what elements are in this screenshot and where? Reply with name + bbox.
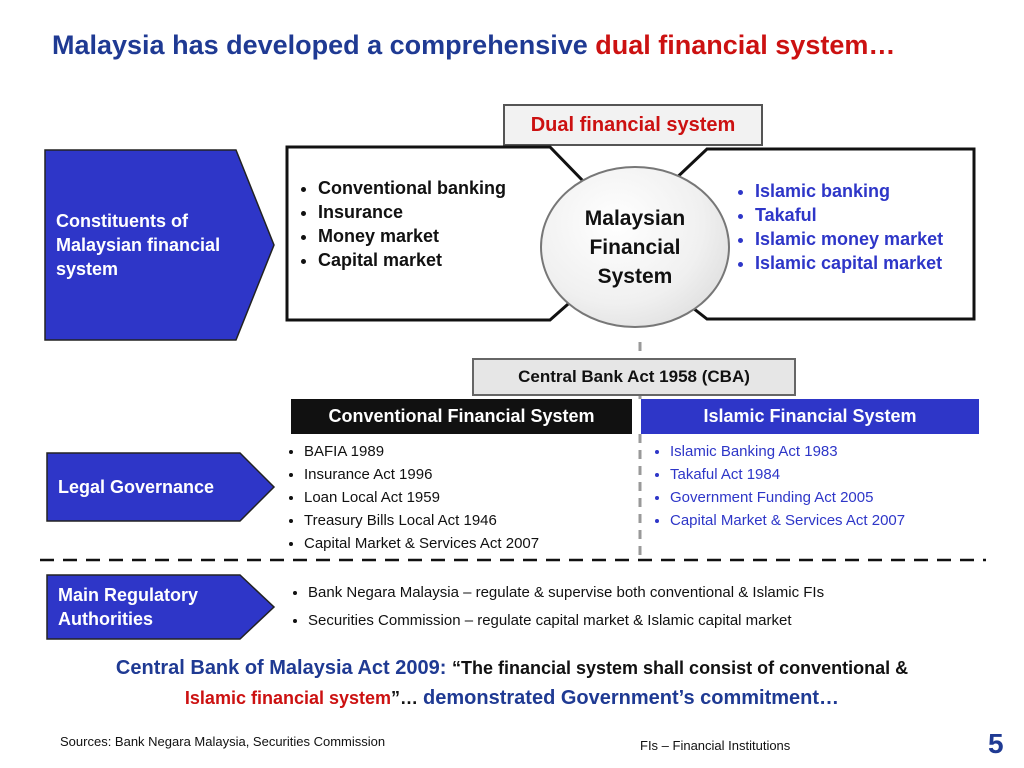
conventional-constituents-list: Conventional banking Insurance Money mar… xyxy=(298,176,548,272)
quote-close: ”… xyxy=(391,688,424,708)
regulatory-label: Main Regulatory Authorities xyxy=(58,583,198,631)
quote-red: Islamic financial system xyxy=(184,688,392,708)
list-item: Islamic capital market xyxy=(755,251,979,275)
conventional-legal-list: BAFIA 1989 Insurance Act 1996 Loan Local… xyxy=(286,440,626,555)
list-item: Capital Market & Services Act 2007 xyxy=(304,532,626,555)
regulatory-authorities-arrow: Main Regulatory Authorities xyxy=(46,574,276,640)
islamic-legal-list: Islamic Banking Act 1983 Takaful Act 198… xyxy=(652,440,982,532)
list-item: Treasury Bills Local Act 1946 xyxy=(304,509,626,532)
title-highlight: dual financial system… xyxy=(595,30,896,60)
list-item: Bank Negara Malaysia – regulate & superv… xyxy=(308,579,980,607)
list-item: Islamic money market xyxy=(755,227,979,251)
constituents-arrow: Constituents of Malaysian financial syst… xyxy=(44,149,276,341)
dual-system-label: Dual financial system xyxy=(503,104,763,146)
list-item: Conventional banking xyxy=(318,176,548,200)
legal-governance-label: Legal Governance xyxy=(58,477,215,497)
regulatory-label-line: Main Regulatory xyxy=(58,585,199,605)
constituents-arrow-shape xyxy=(44,149,275,341)
list-item: Takaful Act 1984 xyxy=(670,463,982,486)
list-item: Government Funding Act 2005 xyxy=(670,486,982,509)
horizontal-divider xyxy=(40,558,986,562)
list-item: Takaful xyxy=(755,203,979,227)
list-item: Loan Local Act 1959 xyxy=(304,486,626,509)
quote-text: “The financial system shall consist of c… xyxy=(451,658,909,678)
legal-governance-arrow: Legal Governance xyxy=(46,452,276,522)
constituents-label-line: Constituents of xyxy=(56,211,188,231)
act-quote: Central Bank of Malaysia Act 2009: “The … xyxy=(40,654,984,714)
central-bank-act-box: Central Bank Act 1958 (CBA) xyxy=(472,358,796,396)
regulators-list: Bank Negara Malaysia – regulate & superv… xyxy=(290,579,980,635)
legal-governance-arrow-shape xyxy=(46,452,276,522)
list-item: Insurance xyxy=(318,200,548,224)
oval-line: Malaysian xyxy=(584,206,686,230)
list-item: Capital market xyxy=(318,248,548,272)
page-number: 5 xyxy=(988,728,1004,759)
constituents-label: Constituents of Malaysian financial syst… xyxy=(56,209,220,281)
dual-panels-shape xyxy=(285,145,976,322)
sources-footnote: Sources: Bank Negara Malaysia, Securitie… xyxy=(60,734,386,749)
constituents-label-line: system xyxy=(56,259,119,279)
malaysian-financial-system-oval: Malaysian Financial System xyxy=(540,166,730,328)
constituents-label-line: Malaysian financial xyxy=(56,235,221,255)
list-item: Money market xyxy=(318,224,548,248)
list-item: Insurance Act 1996 xyxy=(304,463,626,486)
oval-line: System xyxy=(597,264,673,288)
conventional-system-header: Conventional Financial System xyxy=(291,399,632,434)
list-item: Securities Commission – regulate capital… xyxy=(308,607,980,635)
list-item: Islamic Banking Act 1983 xyxy=(670,440,982,463)
islamic-constituents-list: Islamic banking Takaful Islamic money ma… xyxy=(735,179,979,275)
slide-title: Malaysia has developed a comprehensive d… xyxy=(52,30,895,61)
regulatory-arrow-shape xyxy=(46,574,276,640)
list-item: Islamic banking xyxy=(755,179,979,203)
quote-act: Central Bank of Malaysia Act 2009: xyxy=(115,657,452,679)
title-main: Malaysia has developed a comprehensive xyxy=(52,30,596,60)
islamic-system-header: Islamic Financial System xyxy=(641,399,979,434)
list-item: Capital Market & Services Act 2007 xyxy=(670,509,982,532)
regulatory-label-line: Authorities xyxy=(58,609,154,629)
quote-tail: demonstrated Government’s commitment… xyxy=(423,687,840,709)
list-item: BAFIA 1989 xyxy=(304,440,626,463)
fis-footnote: FIs – Financial Institutions xyxy=(640,738,791,753)
oval-line: Financial xyxy=(589,235,681,259)
